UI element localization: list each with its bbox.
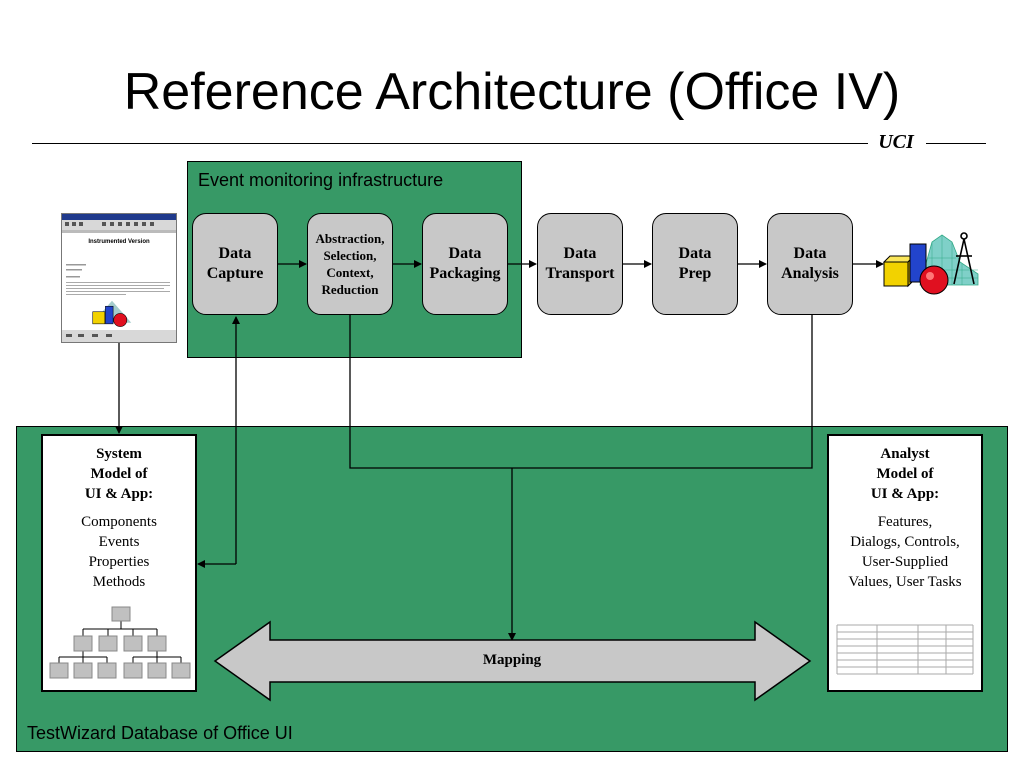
instrumented-document-thumbnail: Instrumented Version (61, 213, 177, 343)
stage-data-analysis: Data Analysis (767, 213, 853, 315)
stage-data-capture: Data Capture (192, 213, 278, 315)
analyst-model-panel: Analyst Model of UI & App: Features, Dia… (827, 434, 983, 692)
system-model-item: Components (81, 514, 157, 530)
spreadsheet-table-icon (836, 624, 974, 675)
analyst-model-item: Dialogs, Controls, (850, 534, 960, 550)
compass-icon (953, 232, 975, 285)
title-rule-right (926, 143, 986, 144)
uci-brand: UCI (878, 131, 914, 153)
yellow-cube-icon (883, 261, 909, 287)
system-model-item: Properties (88, 554, 150, 570)
system-model-panel: System Model of UI & App: Components Eve… (41, 434, 197, 692)
stage-data-transport: Data Transport (537, 213, 623, 315)
document-screenshot-icon: Instrumented Version (62, 214, 176, 342)
analyst-model-item: User-Supplied (861, 554, 949, 570)
stage-data-prep: Data Prep (652, 213, 738, 315)
event-monitoring-label: Event monitoring infrastructure (198, 170, 444, 190)
analysis-output-graphic (882, 232, 979, 295)
title-rule-left (32, 143, 868, 144)
hierarchy-tree-icon (49, 606, 191, 679)
page-title: Reference Architecture (Office IV) (123, 63, 901, 121)
system-model-title: System Model of UI & App: (84, 446, 154, 502)
analyst-model-item: Features, (877, 514, 933, 530)
analyst-model-title: Analyst Model of UI & App: (870, 446, 940, 502)
analyst-model-item: Values, User Tasks (848, 574, 962, 590)
system-model-item: Events (98, 534, 140, 550)
testwizard-database-label: TestWizard Database of Office UI (27, 723, 293, 743)
system-model-item: Methods (92, 574, 146, 590)
stage-abstraction: Abstraction, Selection, Context, Reducti… (307, 213, 393, 315)
mapping-label: Mapping (482, 652, 542, 668)
stage-data-packaging: Data Packaging (422, 213, 508, 315)
instrumented-version-heading: Instrumented Version (88, 239, 150, 245)
red-sphere-icon (919, 265, 949, 295)
